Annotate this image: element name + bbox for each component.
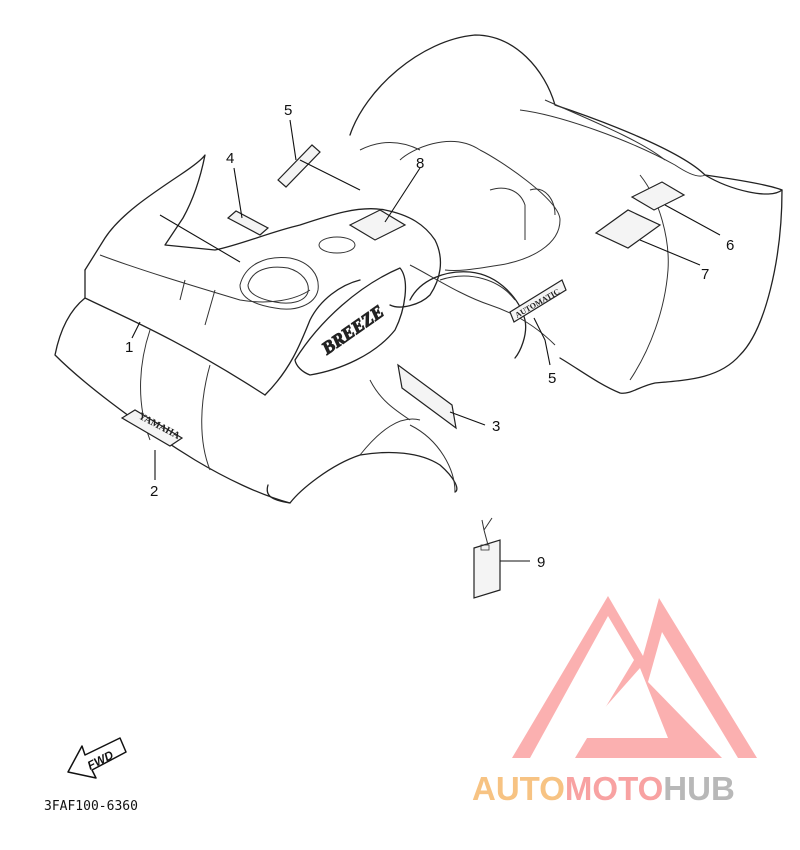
yamaha-decal: YAMAHA xyxy=(120,409,184,447)
breeze-decal-text: BREEZE xyxy=(317,301,387,359)
automatic-decal: AUTOMATIC xyxy=(509,279,567,323)
decal-6 xyxy=(630,181,686,211)
callout-2: 2 xyxy=(150,483,158,500)
watermark-auto: AUTO xyxy=(472,770,565,807)
decal-5-upper xyxy=(277,144,321,188)
callout-3: 3 xyxy=(492,418,500,435)
automatic-decal-text: AUTOMATIC xyxy=(514,287,562,320)
callout-9: 9 xyxy=(537,554,545,571)
breeze-decal: BREEZE xyxy=(317,301,388,360)
watermark-logo: AUTOMOTOHUB xyxy=(472,596,757,807)
decals: YAMAHA BREEZE AUTOMATIC xyxy=(120,144,686,599)
decal-3 xyxy=(397,363,457,430)
leader-lines xyxy=(131,119,721,562)
watermark-inner-triangle xyxy=(578,668,668,738)
svg-text:AUTOMOTOHUB: AUTOMOTOHUB xyxy=(472,770,735,807)
callouts: 1 2 3 4 5 5 6 7 8 9 xyxy=(125,102,734,571)
watermark-hub: HUB xyxy=(663,770,735,807)
callout-1: 1 xyxy=(125,339,133,356)
callout-6: 6 xyxy=(726,237,734,254)
callout-4: 4 xyxy=(226,150,234,167)
fwd-arrow-icon xyxy=(67,737,127,779)
fwd-arrow: FWD xyxy=(67,737,127,779)
callout-8: 8 xyxy=(416,155,424,172)
diagram-code: 3FAF100-6360 xyxy=(44,799,138,814)
callout-5-lower: 5 xyxy=(548,370,556,387)
callout-7: 7 xyxy=(701,266,709,283)
decal-4 xyxy=(226,210,270,236)
decal-8 xyxy=(348,209,407,241)
watermark-moto: MOTO xyxy=(565,770,663,807)
fender-body-drawing xyxy=(54,34,783,504)
callout-5-upper: 5 xyxy=(284,102,292,119)
decal-7 xyxy=(594,209,662,249)
decal-9-tag xyxy=(473,517,501,599)
